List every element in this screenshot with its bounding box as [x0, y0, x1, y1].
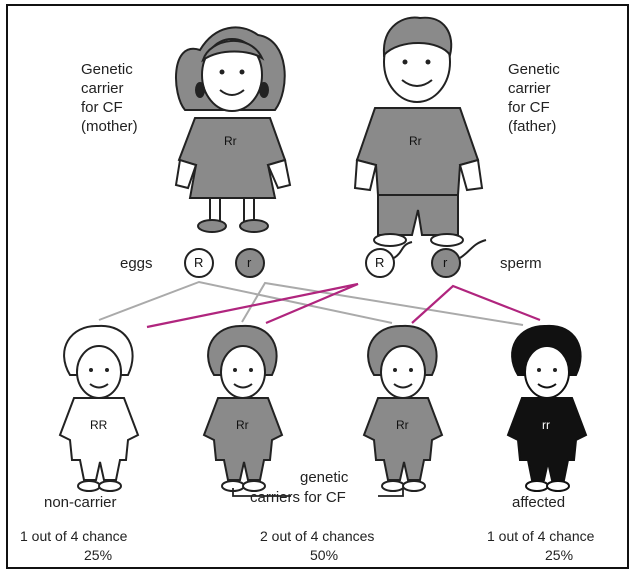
child-noncarrier-figure — [60, 326, 138, 491]
eggs-label: eggs — [120, 254, 153, 273]
mother-label-line: Genetic — [81, 60, 138, 79]
carriers-chance: 2 out of 4 chances — [260, 527, 374, 546]
sperm-R — [366, 242, 412, 277]
father-label-line: carrier — [508, 79, 560, 98]
noncarrier-percent: 25% — [84, 546, 112, 565]
sperm-allele-r: r — [443, 255, 447, 270]
sperm-allele-R: R — [375, 255, 384, 270]
mother-genotype: Rr — [224, 134, 237, 148]
mother-figure — [176, 27, 290, 232]
mother-label-line: carrier — [81, 79, 138, 98]
mother-label-line: for CF — [81, 98, 138, 117]
carriers-label-line2: carriers for CF — [250, 488, 346, 507]
magenta-cross-lines — [147, 284, 540, 327]
child-genotype: Rr — [236, 418, 249, 432]
father-label: Genetic carrier for CF (father) — [508, 60, 560, 136]
noncarrier-label: non-carrier — [44, 493, 117, 512]
father-label-line: for CF — [508, 98, 560, 117]
father-figure — [355, 17, 482, 246]
affected-label: affected — [512, 493, 565, 512]
affected-chance: 1 out of 4 chance — [487, 527, 594, 546]
child-affected-figure — [508, 326, 586, 491]
father-genotype: Rr — [409, 134, 422, 148]
noncarrier-chance: 1 out of 4 chance — [20, 527, 127, 546]
mother-label: Genetic carrier for CF (mother) — [81, 60, 138, 136]
carriers-percent: 50% — [310, 546, 338, 565]
child-carrier-1-figure — [204, 326, 282, 491]
father-label-line: (father) — [508, 117, 560, 136]
egg-allele-R: R — [194, 255, 203, 270]
carriers-label-line1: genetic — [300, 468, 348, 487]
sperm-label: sperm — [500, 254, 542, 273]
child-carrier-2-figure — [364, 326, 442, 491]
child-genotype: RR — [90, 418, 107, 432]
mother-label-line: (mother) — [81, 117, 138, 136]
father-label-line: Genetic — [508, 60, 560, 79]
egg-allele-r: r — [247, 255, 251, 270]
child-genotype: rr — [542, 418, 550, 432]
affected-percent: 25% — [545, 546, 573, 565]
child-genotype: Rr — [396, 418, 409, 432]
